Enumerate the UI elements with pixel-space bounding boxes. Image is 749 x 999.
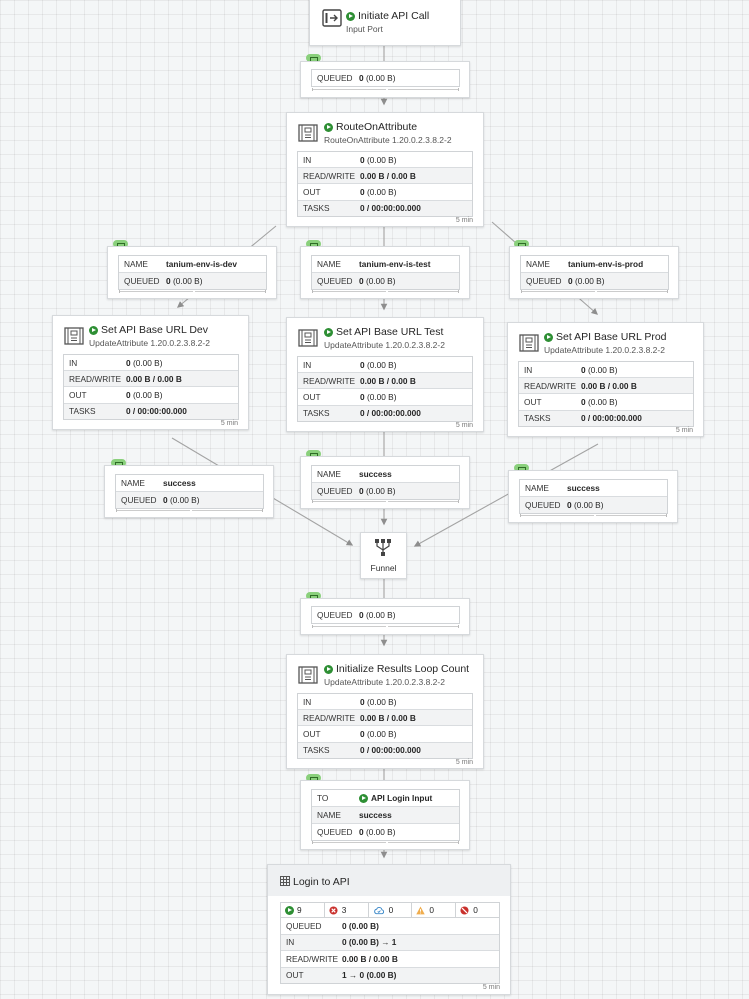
queue-bar <box>312 290 459 293</box>
running-count[interactable]: 9 <box>281 903 324 917</box>
stats-window: 5 min <box>455 217 473 224</box>
queue-bar <box>520 514 667 517</box>
queue-bar <box>312 500 459 503</box>
running-icon <box>324 664 333 674</box>
running-icon <box>324 122 333 132</box>
processor-title: Set API Base URL Test <box>324 326 443 338</box>
cloud-check-icon <box>373 906 384 914</box>
running-icon <box>544 332 553 342</box>
processor-set-api-base-url-test[interactable]: Set API Base URL Test UpdateAttribute 1.… <box>286 317 484 432</box>
processor-type: UpdateAttribute 1.20.0.2.3.8.2-2 <box>89 338 210 348</box>
running-icon <box>324 327 333 337</box>
processor-type: UpdateAttribute 1.20.0.2.3.8.2-2 <box>324 677 445 687</box>
processor-type: UpdateAttribute 1.20.0.2.3.8.2-2 <box>544 345 665 355</box>
processor-title: Set API Base URL Prod <box>544 331 667 343</box>
disabled-count[interactable]: 0 <box>455 903 499 917</box>
processor-icon <box>298 666 318 684</box>
queue-bar <box>521 290 668 293</box>
stats-window: 5 min <box>455 759 473 766</box>
stats-window: 5 min <box>455 422 473 429</box>
stats-window: 5 min <box>675 427 693 434</box>
processor-title: Set API Base URL Dev <box>89 324 208 336</box>
processor-title: Initialize Results Loop Count <box>324 663 469 675</box>
warning-icon <box>416 905 426 914</box>
processor-set-api-base-url-dev[interactable]: Set API Base URL Dev UpdateAttribute 1.2… <box>52 315 249 430</box>
stats-window: 5 min <box>482 984 500 991</box>
queue-bar <box>116 509 263 512</box>
input-port-initiate-api-call[interactable]: Initiate API Call Input Port <box>309 0 461 46</box>
stopped-icon <box>329 905 338 915</box>
processor-icon <box>298 124 318 142</box>
process-group-title: Login to API <box>293 876 350 888</box>
processor-type: UpdateAttribute 1.20.0.2.3.8.2-2 <box>324 340 445 350</box>
funnel-icon <box>375 539 391 556</box>
warnings-count[interactable]: 0 <box>411 903 455 917</box>
queue-bar <box>119 290 266 293</box>
stats-window: 5 min <box>220 420 238 427</box>
up-to-date-count[interactable]: 0 <box>367 903 412 917</box>
input-port-type: Input Port <box>346 24 383 34</box>
processor-icon <box>519 334 539 352</box>
processor-initialize-results-loop-count[interactable]: Initialize Results Loop Count UpdateAttr… <box>286 654 484 769</box>
running-icon <box>285 905 294 915</box>
processor-type: RouteOnAttribute 1.20.0.2.3.8.2-2 <box>324 135 452 145</box>
queue-bar <box>312 88 459 91</box>
input-port-icon <box>322 9 342 27</box>
disabled-icon <box>460 905 469 915</box>
processor-icon <box>64 327 84 345</box>
running-icon <box>346 11 355 21</box>
queue-bar <box>312 625 459 628</box>
funnel-label: Funnel <box>370 563 397 573</box>
input-port-title: Initiate API Call <box>346 10 429 22</box>
running-icon <box>89 325 98 335</box>
queue-bar <box>312 841 459 844</box>
processor-icon <box>298 329 318 347</box>
processor-title: RouteOnAttribute <box>324 121 417 133</box>
processor-route-on-attribute[interactable]: RouteOnAttribute RouteOnAttribute 1.20.0… <box>286 112 484 227</box>
stopped-count[interactable]: 3 <box>323 903 368 917</box>
running-icon <box>359 793 368 803</box>
process-group-icon <box>280 876 290 886</box>
funnel[interactable]: Funnel <box>360 532 407 579</box>
processor-set-api-base-url-prod[interactable]: Set API Base URL Prod UpdateAttribute 1.… <box>507 322 704 437</box>
component-counts: 9 3 0 0 0 <box>280 902 500 918</box>
